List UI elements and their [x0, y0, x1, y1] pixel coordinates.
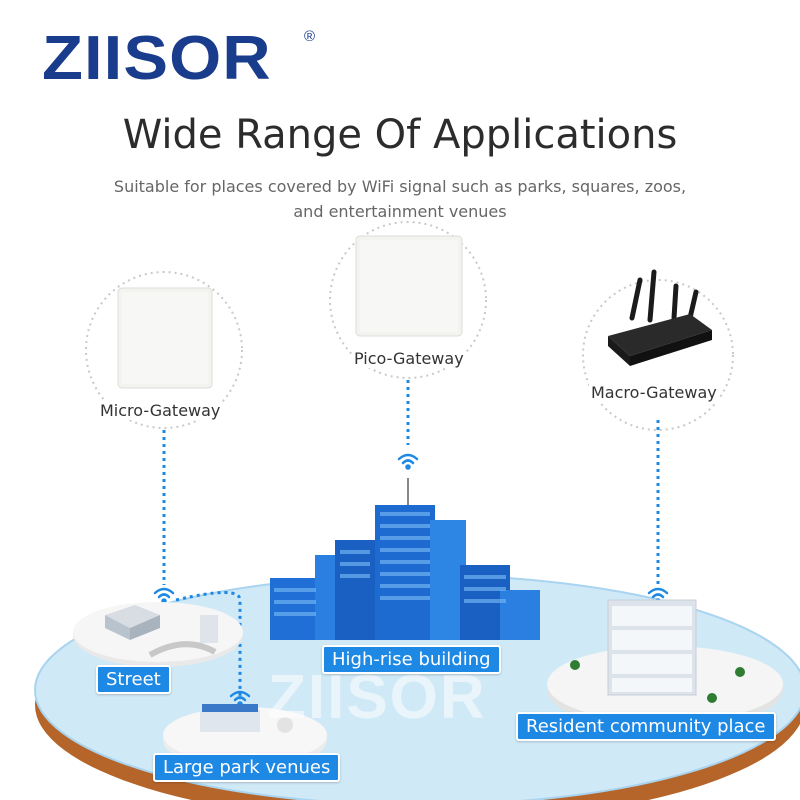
page-subtitle: Suitable for places covered by WiFi sign…	[113, 177, 687, 221]
pico-gateway-label: Pico-Gateway	[352, 349, 466, 368]
registered-mark: ®	[304, 28, 316, 45]
park-venue-scene	[163, 704, 327, 770]
pico-gateway-ring	[329, 221, 487, 379]
page-title: Wide Range Of Applications	[122, 112, 678, 158]
brand-logo: ZIISOR	[42, 24, 272, 93]
macro-gateway-label: Macro-Gateway	[589, 383, 719, 402]
high-rise-buildings	[270, 478, 540, 640]
pico-gateway-device	[355, 235, 463, 337]
micro-gateway-device	[117, 287, 213, 389]
street-tag: Street	[96, 665, 171, 694]
community-scene	[547, 599, 783, 730]
park-venues-tag: Large park venues	[153, 753, 341, 782]
wifi-icon	[153, 587, 175, 604]
macro-gateway-router	[608, 269, 712, 366]
micro-gateway-ring	[85, 271, 243, 429]
micro-gateway-label: Micro-Gateway	[98, 401, 223, 420]
watermark: ZIISOR	[268, 663, 487, 732]
community-tag: Resident community place	[516, 712, 776, 741]
macro-gateway-ring	[582, 279, 734, 431]
wifi-icon	[397, 453, 419, 470]
street-scene	[73, 602, 243, 667]
high-rise-tag: High-rise building	[322, 645, 501, 674]
